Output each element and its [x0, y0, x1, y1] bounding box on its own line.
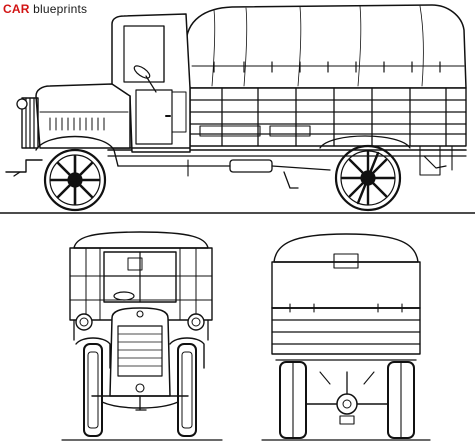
front-wheel-side [45, 150, 105, 210]
front-view [62, 232, 222, 440]
headlamp-side [17, 99, 27, 109]
front-left-headlamp [76, 314, 92, 330]
steering-wheel-front [114, 292, 134, 300]
cargo-body [190, 88, 466, 146]
logo-blueprints-text: blueprints [33, 2, 88, 16]
engine-hood [36, 84, 130, 148]
rear-fender [320, 136, 410, 148]
rear-cargo-body [272, 308, 420, 354]
front-tarp-top [74, 232, 208, 248]
side-toolbox [200, 126, 260, 136]
rear-differential [337, 394, 357, 414]
front-right-headlamp [188, 314, 204, 330]
front-fender [36, 137, 118, 167]
front-right-tire [178, 344, 196, 436]
cab-door [136, 90, 172, 144]
site-logo[interactable]: CAR blueprints [3, 2, 87, 16]
front-radiator [110, 308, 170, 396]
rear-view [262, 234, 430, 440]
logo-car-text: CAR [3, 2, 30, 16]
front-left-tire [84, 344, 102, 436]
rear-tarp-top [274, 234, 418, 262]
rear-wheel-side [336, 146, 400, 210]
gearbox [230, 160, 272, 172]
steering-wheel-side [132, 64, 151, 81]
side-view [0, 5, 475, 213]
tarp-cover [186, 5, 466, 88]
